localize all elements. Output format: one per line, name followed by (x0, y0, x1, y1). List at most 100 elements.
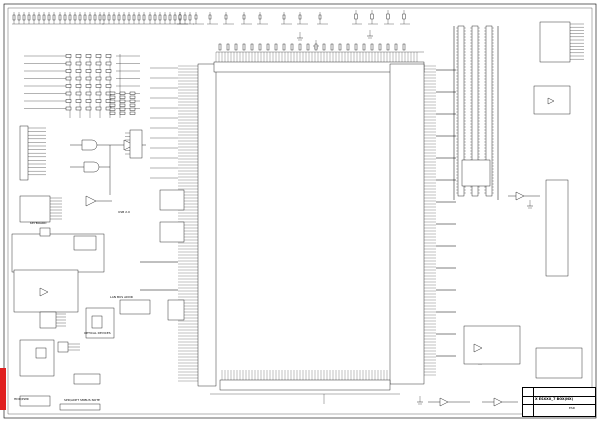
main-ic-left (197, 63, 217, 387)
schematic-components (11, 13, 583, 411)
resistor (65, 99, 72, 103)
resistor (129, 91, 136, 95)
resistor (119, 107, 126, 111)
capacitor (178, 14, 182, 20)
buffer-gate (547, 97, 555, 105)
resistor (362, 43, 366, 51)
resistor (75, 84, 82, 88)
resistor (122, 14, 126, 21)
resistor (65, 54, 72, 58)
resistor (85, 76, 92, 81)
optical-devices-label: OPTICAL DEVICES (84, 331, 111, 335)
ic-small (57, 341, 69, 353)
resistor (314, 43, 318, 51)
resistor (346, 43, 350, 51)
capacitor (258, 14, 262, 20)
sheet-inner-border (7, 7, 593, 415)
resistor (274, 43, 278, 51)
resistor (63, 14, 67, 21)
and-gate (81, 139, 98, 151)
buffer-gate (515, 191, 525, 201)
resistor (27, 14, 31, 21)
resistor (65, 76, 72, 81)
resistor (75, 69, 82, 73)
left-bottom-label: HDD/PWR (14, 397, 29, 401)
resistor (109, 99, 116, 103)
connector (539, 21, 571, 63)
resistor (52, 14, 56, 21)
resistor (153, 14, 157, 21)
capacitor (194, 14, 198, 20)
buffer-gate (85, 195, 97, 207)
resistor (95, 84, 102, 88)
resistor (234, 43, 238, 51)
resistor (65, 106, 72, 111)
resistor (65, 84, 72, 88)
resistor (95, 106, 102, 111)
title-block-rev: ESD (569, 406, 576, 410)
resistor (105, 76, 112, 81)
resistor (338, 43, 342, 51)
resistor (129, 103, 136, 107)
resistor (109, 95, 116, 99)
and-gate (83, 161, 100, 173)
resistor (298, 43, 302, 51)
resistor (402, 43, 406, 51)
resistor (88, 14, 92, 21)
resistor (109, 111, 116, 115)
red-margin-tab (0, 368, 6, 410)
resistor (132, 14, 136, 21)
resistor (85, 61, 92, 66)
resistor (112, 14, 116, 21)
resistor (330, 43, 334, 51)
ic-small (39, 227, 51, 237)
block-outline (461, 159, 491, 187)
resistor (119, 103, 126, 107)
resistor (119, 91, 126, 95)
resistor (75, 99, 82, 103)
resistor (173, 14, 177, 21)
ic-small (129, 129, 143, 159)
resistor (85, 91, 92, 96)
resistor (109, 107, 116, 111)
resistor (22, 14, 26, 21)
capacitor (208, 14, 212, 20)
resistor (183, 14, 187, 21)
resistor (37, 14, 41, 21)
connector (19, 195, 51, 223)
resistor (129, 99, 136, 103)
resistor (119, 95, 126, 99)
resistor (95, 69, 102, 73)
resistor (168, 14, 172, 21)
capacitor (242, 14, 246, 20)
resistor (85, 54, 92, 58)
resistor (95, 91, 102, 96)
resistor (17, 14, 21, 21)
resistor (78, 14, 82, 21)
resistor (105, 54, 112, 58)
resistor (75, 91, 82, 96)
resistor (226, 43, 230, 51)
resistor (75, 61, 82, 66)
resistor (85, 106, 92, 111)
buffer-gate (123, 139, 135, 151)
resistor (85, 99, 92, 103)
resistor (386, 13, 390, 20)
resistor (386, 43, 390, 51)
ic-small (39, 311, 57, 329)
block-outline (73, 373, 101, 385)
resistor (109, 91, 116, 95)
resistor (68, 14, 72, 21)
title-block: X ESXXX_7 BOX(NX) ESD (522, 387, 596, 417)
resistor (12, 14, 16, 21)
resistor (290, 43, 294, 51)
resistor (105, 69, 112, 73)
resistor (95, 54, 102, 58)
resistor (47, 14, 51, 21)
resistor (85, 84, 92, 88)
resistor (158, 14, 162, 21)
block-outline (159, 221, 185, 243)
resistor (188, 14, 192, 21)
resistor (242, 43, 246, 51)
